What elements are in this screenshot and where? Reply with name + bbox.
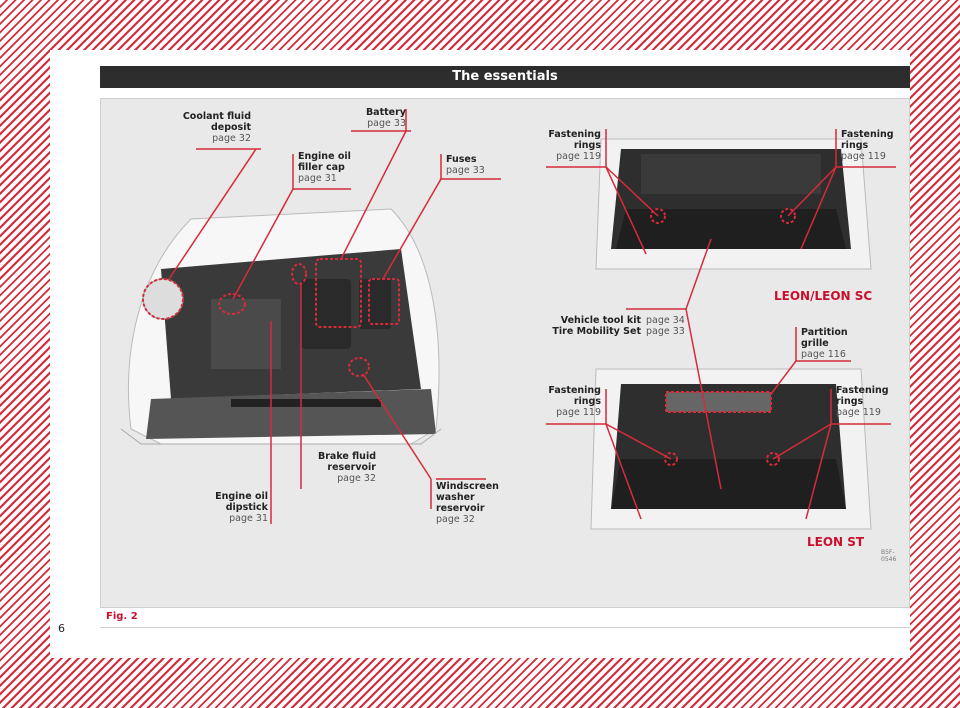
washer-label: Windscreen washer reservoir page 32 — [436, 481, 499, 525]
leader-lines-boot — [546, 129, 896, 520]
tool-kit-pages: page 34 page 33 — [646, 315, 685, 337]
highlights-boot — [650, 208, 796, 466]
fastening-rings-top-right-label: Fastening rings page 119 — [841, 129, 894, 162]
brake-fluid-label: Brake fluid reservoir page 32 — [317, 451, 376, 484]
figure-illustration — [120, 109, 896, 530]
leon-st-boot-image — [590, 368, 872, 530]
fuses-label: Fuses page 33 — [446, 154, 485, 176]
engine-bay-image — [120, 208, 442, 445]
fastening-rings-bottom-left-label: Fastening rings page 119 — [548, 385, 601, 418]
fastening-rings-bottom-right-label: Fastening rings page 119 — [836, 385, 889, 418]
section-header: The essentials — [100, 66, 910, 88]
tool-kit-label: Vehicle tool kit Tire Mobility Set — [552, 315, 641, 337]
model-leon: LEON/LEON SC — [774, 289, 873, 303]
figure: Coolant fluid deposit page 32 Battery pa… — [100, 98, 910, 608]
oil-cap-label: Engine oil filler cap page 31 — [298, 151, 351, 184]
coolant-label: Coolant fluid deposit page 32 — [182, 111, 251, 144]
battery-label: Battery page 33 — [365, 107, 406, 129]
partition-grille-label: Partition grille page 116 — [801, 327, 848, 360]
leon-boot-image — [595, 138, 872, 270]
figure-caption: Fig. 2 — [106, 611, 138, 622]
fastening-rings-top-left-label: Fastening rings page 119 — [548, 129, 601, 162]
page-number: 6 — [58, 622, 65, 635]
highlights-engine — [142, 258, 400, 377]
leader-lines-engine — [168, 109, 501, 524]
page: The essentials — [50, 50, 910, 658]
dipstick-label: Engine oil dipstick page 31 — [215, 491, 268, 524]
caption-bar: Fig. 2 — [100, 608, 910, 628]
figure-code: B5F-0546 — [881, 549, 897, 563]
model-leon-st: LEON ST — [807, 535, 865, 549]
